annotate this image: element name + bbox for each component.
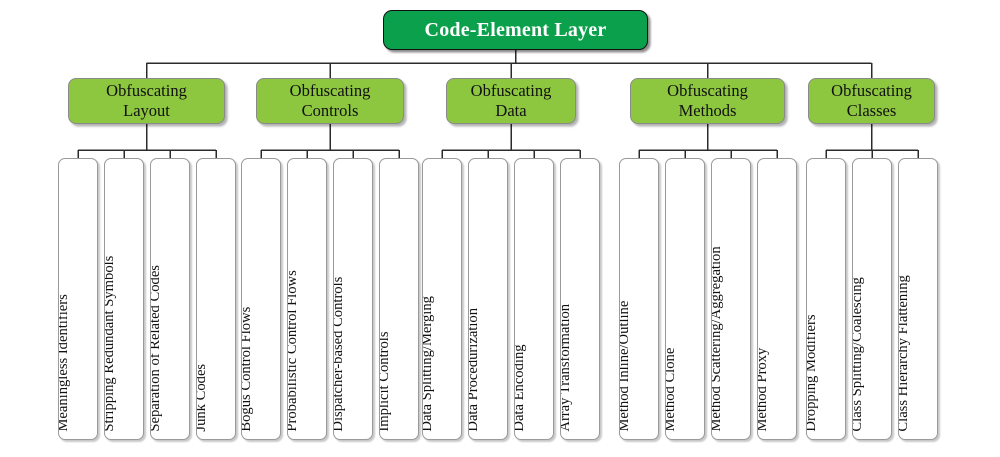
leaf-node-label: Junk Codes xyxy=(196,364,210,432)
leaf-node-label: Implicit Controls xyxy=(379,331,393,432)
leaf-node[interactable]: Array Transformation xyxy=(560,158,600,440)
leaf-node[interactable]: Method Proxy xyxy=(757,158,797,440)
leaf-node-inner: Dropping Modifiers xyxy=(807,159,845,439)
category-node-label-line1: Obfuscating xyxy=(289,80,371,100)
leaf-node-label: Class Splitting/Coalescing xyxy=(852,277,866,432)
leaf-node-inner: Class Hierarchy Flattening xyxy=(899,159,937,439)
category-node-label-line2: Layout xyxy=(123,101,170,120)
leaf-node[interactable]: Method Clone xyxy=(665,158,705,440)
leaf-node-label: Array Transformation xyxy=(560,304,574,432)
category-node-label-line1: Obfuscating xyxy=(831,80,912,100)
leaf-node[interactable]: Meaningless Identifiers xyxy=(58,158,98,440)
leaf-node[interactable]: Data Encoding xyxy=(514,158,554,440)
leaf-node[interactable]: Dropping Modifiers xyxy=(806,158,846,440)
leaf-node-label: Meaningless Identifiers xyxy=(58,294,72,432)
leaf-node-label: Data Encoding xyxy=(514,344,528,432)
leaf-node-label: Data Procedurization xyxy=(468,308,482,432)
leaf-node-inner: Class Splitting/Coalescing xyxy=(853,159,891,439)
leaf-node-inner: Meaningless Identifiers xyxy=(59,159,97,439)
root-node-code-element-layer[interactable]: Code-Element Layer xyxy=(383,10,648,50)
leaf-node-inner: Data Procedurization xyxy=(469,159,507,439)
leaf-node[interactable]: Class Splitting/Coalescing xyxy=(852,158,892,440)
category-node-label-line1: Obfuscating xyxy=(667,80,748,100)
category-node-label-line2: Controls xyxy=(301,101,359,120)
leaf-node[interactable]: Dispatcher-based Controls xyxy=(333,158,373,440)
leaf-node[interactable]: Method Inline/Outline xyxy=(619,158,659,440)
leaf-node-inner: Method Inline/Outline xyxy=(620,159,658,439)
leaf-node-label: Method Inline/Outline xyxy=(619,301,633,432)
leaf-node[interactable]: Implicit Controls xyxy=(379,158,419,440)
leaf-node-inner: Method Clone xyxy=(666,159,704,439)
leaf-node-label: Method Scattering/Aggregation xyxy=(711,246,725,432)
leaf-node[interactable]: Separation of Related Codes xyxy=(150,158,190,440)
leaf-node-label: Separation of Related Codes xyxy=(150,265,164,432)
leaf-node-label: Probabilistic Control Flows xyxy=(287,270,301,432)
leaf-node-inner: Junk Codes xyxy=(197,159,235,439)
leaf-node[interactable]: Data Splitting/Merging xyxy=(422,158,462,440)
leaf-node-inner: Dispatcher-based Controls xyxy=(334,159,372,439)
leaf-node-inner: Method Scattering/Aggregation xyxy=(712,159,750,439)
leaf-node-label: Data Splitting/Merging xyxy=(422,296,436,432)
leaf-node-label: Dropping Modifiers xyxy=(806,314,820,432)
leaf-node-inner: Implicit Controls xyxy=(380,159,418,439)
leaf-node[interactable]: Junk Codes xyxy=(196,158,236,440)
leaf-node[interactable]: Method Scattering/Aggregation xyxy=(711,158,751,440)
leaf-node[interactable]: Stripping Redundant Symbols xyxy=(104,158,144,440)
root-node-label: Code-Element Layer xyxy=(424,18,607,41)
category-node-label-line1: Obfuscating xyxy=(106,80,187,100)
leaf-node-inner: Separation of Related Codes xyxy=(151,159,189,439)
category-node-label-line2: Methods xyxy=(678,101,737,120)
leaf-node-label: Method Proxy xyxy=(757,348,771,432)
leaf-node-inner: Bogus Control Flows xyxy=(242,159,280,439)
leaf-node[interactable]: Data Procedurization xyxy=(468,158,508,440)
leaf-node-label: Bogus Control Flows xyxy=(241,307,255,432)
leaf-node-inner: Probabilistic Control Flows xyxy=(288,159,326,439)
leaf-node[interactable]: Bogus Control Flows xyxy=(241,158,281,440)
leaf-node-label: Stripping Redundant Symbols xyxy=(104,256,118,432)
leaf-node-inner: Stripping Redundant Symbols xyxy=(105,159,143,439)
leaf-node-inner: Array Transformation xyxy=(561,159,599,439)
leaf-node[interactable]: Class Hierarchy Flattening xyxy=(898,158,938,440)
leaf-node-inner: Method Proxy xyxy=(758,159,796,439)
category-node-label-line2: Data xyxy=(495,101,527,120)
leaf-node-label: Dispatcher-based Controls xyxy=(333,277,347,432)
leaf-node-label: Method Clone xyxy=(665,348,679,432)
leaf-node-inner: Data Splitting/Merging xyxy=(423,159,461,439)
leaf-node-inner: Data Encoding xyxy=(515,159,553,439)
category-node-label-line2: Classes xyxy=(846,101,897,120)
category-node-label-line1: Obfuscating xyxy=(470,80,552,100)
leaf-node-label: Class Hierarchy Flattening xyxy=(898,275,912,432)
leaf-node[interactable]: Probabilistic Control Flows xyxy=(287,158,327,440)
